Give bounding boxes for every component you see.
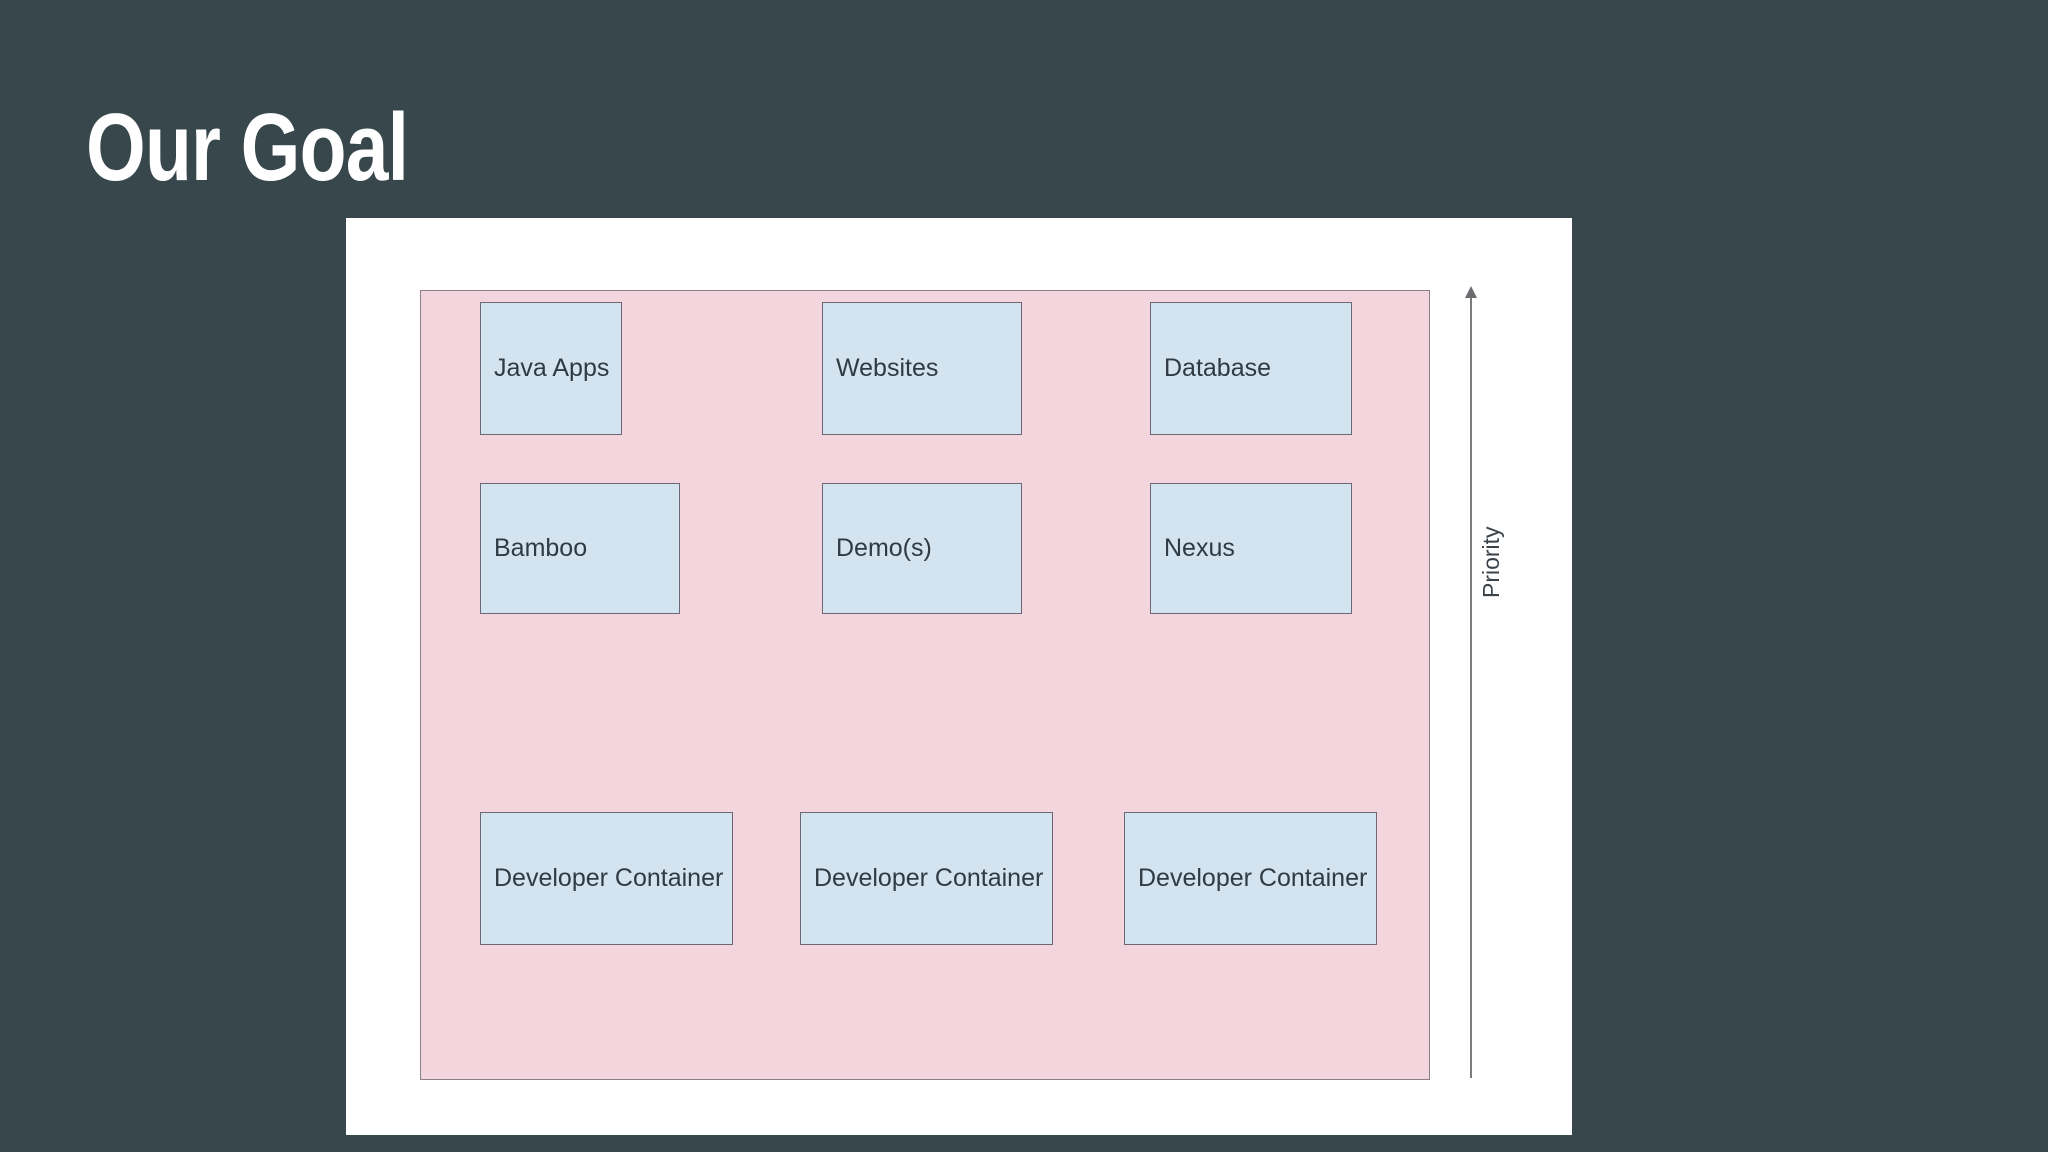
node-label: Developer Container — [494, 864, 724, 892]
priority-axis-line — [1470, 290, 1472, 1078]
node-box[interactable]: Database — [1150, 302, 1352, 435]
node-label: Developer Container — [814, 864, 1044, 892]
priority-arrow-icon — [1465, 286, 1477, 298]
node-label: Demo(s) — [836, 534, 932, 562]
node-label: Database — [1164, 354, 1272, 382]
node-label: Websites — [836, 354, 939, 382]
node-box[interactable]: Demo(s) — [822, 483, 1022, 614]
page-title: Our Goal — [86, 94, 409, 201]
node-box[interactable]: Websites — [822, 302, 1022, 435]
node-box[interactable]: Bamboo — [480, 483, 680, 614]
node-box[interactable]: Developer Container — [800, 812, 1053, 945]
priority-axis-label: Priority — [1478, 526, 1504, 598]
node-box[interactable]: Java Apps — [480, 302, 622, 435]
node-label: Developer Container — [1138, 864, 1368, 892]
node-label: Bamboo — [494, 534, 588, 562]
node-label: Nexus — [1164, 534, 1235, 562]
node-box[interactable]: Developer Container — [1124, 812, 1377, 945]
node-box[interactable]: Developer Container — [480, 812, 733, 945]
node-box[interactable]: Nexus — [1150, 483, 1352, 614]
node-label: Java Apps — [494, 354, 610, 382]
